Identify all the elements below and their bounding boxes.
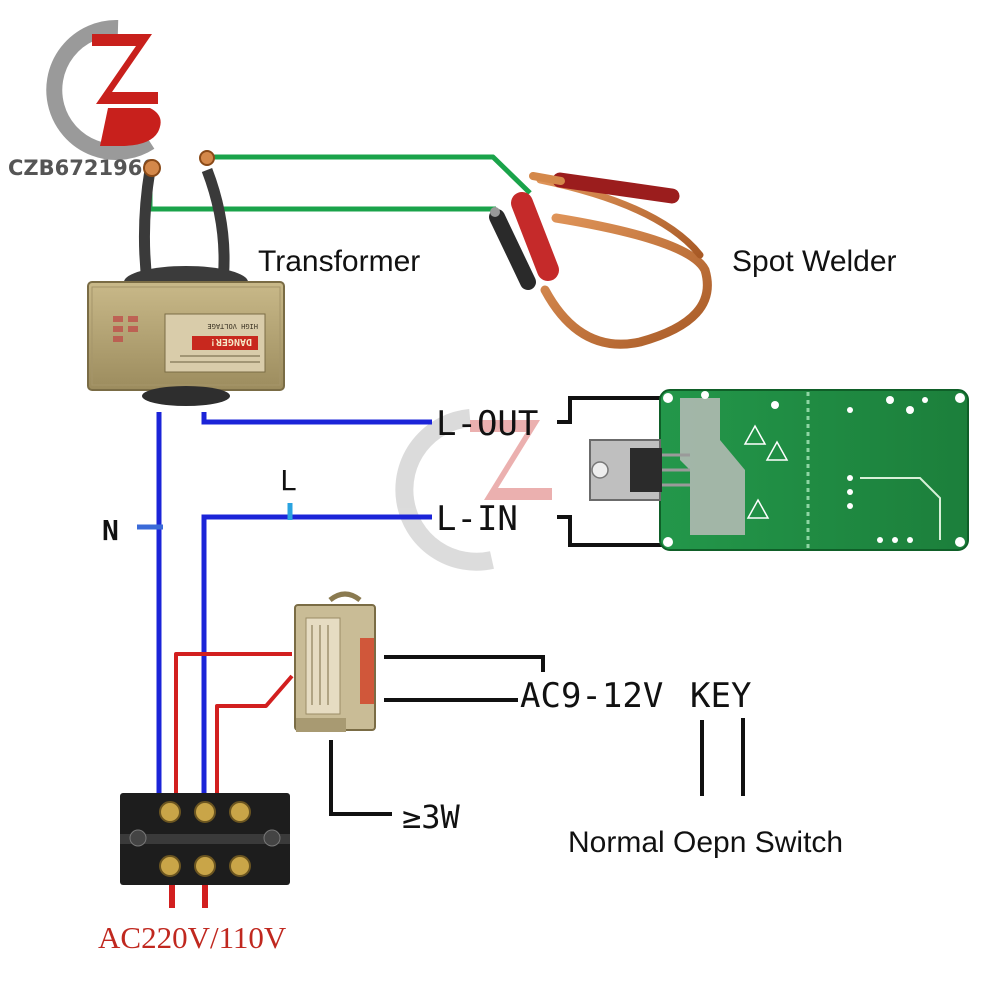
pcb-pads [701,391,928,543]
pcb-copper-pad [680,398,745,535]
plate-danger-text: DANGER! [210,336,252,347]
core-lamination [91,286,281,386]
l-out-wire [201,412,432,425]
ct-base [296,718,346,732]
label-l: L [280,464,297,497]
triac-component [589,439,690,501]
brand-logo: CZB6721960 [8,19,161,180]
welder-plug-tip [490,207,500,217]
label-key: KEY [690,676,751,716]
label-ac-low: AC9-12V [520,676,663,716]
label-mains: AC220V/110V [98,920,287,955]
terminal-mount-right [263,829,281,847]
red-wire-upper [174,652,292,818]
terminal-block-ridge [120,834,290,844]
lug-left [143,159,161,177]
plate-side-stickers [113,316,138,342]
control-transformer [294,591,376,732]
red-wire-lower [215,674,294,818]
plate-high-voltage-text: HIGH VOLTAGE [207,322,258,330]
black-wires [329,655,745,816]
pcb-warning-marks [743,424,789,519]
ct-coil-strip [360,638,374,704]
mains-input-stubs [169,885,208,908]
logo-red-b [100,108,161,146]
transformer-plate: DANGER! HIGH VOLTAGE [164,313,266,373]
terminal-mount-left [129,829,147,847]
ct-label-lines [311,625,329,705]
pcb-bracket [557,396,662,547]
terminal-screws-bottom [159,855,251,877]
green-wire-bottom [147,172,496,212]
label-power: ≥3W [402,798,461,836]
logo-c-arc [46,19,155,160]
label-switch: Normal Oepn Switch [568,826,843,859]
main-transformer: DANGER! HIGH VOLTAGE [87,150,285,406]
blue-wires [156,412,432,818]
welder-pen-top [529,172,565,185]
terminal-screws-top [159,801,251,823]
label-l-in: L-IN [436,499,518,539]
red-wires [174,652,294,818]
label-n: N [102,514,119,547]
ground-wire [329,740,392,816]
welder-plug-right [511,192,559,281]
welder-plug-left [489,209,536,290]
watermark-logo [395,409,552,571]
lug-right [199,150,215,166]
logo-red-z [92,34,158,104]
welder-handle-top [552,172,680,204]
coil-bottom [142,386,230,406]
ac-wire-top [384,655,545,672]
green-wire-top [208,154,532,195]
triac-hole [591,461,609,479]
welder-cable [540,213,712,349]
l-in-wire [201,514,432,818]
spot-welder [489,172,712,349]
control-pcb [659,389,969,551]
label-l-out: L-OUT [436,404,538,444]
triac-body [630,448,662,492]
pcb-trace [860,477,941,540]
label-spot-welder: Spot Welder [732,245,897,278]
terminal-block [120,793,290,885]
ct-label [305,617,341,715]
logo-text: CZB6721960 [8,156,157,180]
ct-mount-tab [328,591,362,603]
label-transformer: Transformer [258,245,420,278]
